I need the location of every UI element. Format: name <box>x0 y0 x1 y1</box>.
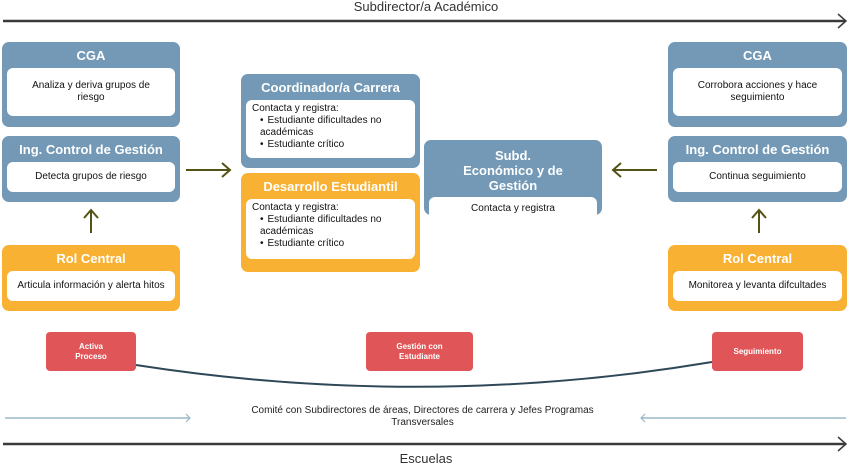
left-to-middle-arrowhead <box>221 162 232 178</box>
left-cga-body: Analiza y deriva grupos de riesgo <box>7 68 175 116</box>
bottom-axis-arrowhead <box>837 436 848 452</box>
committee-right-arrowhead <box>640 413 646 423</box>
bottom-axis-label: Escuelas <box>399 451 453 466</box>
desarrollo-body: Contacta y registra: Estudiante dificult… <box>246 199 415 259</box>
desarrollo-title: Desarrollo Estudiantil <box>263 179 398 194</box>
right-cga-card: CGA Corrobora acciones y hace seguimient… <box>668 42 847 127</box>
left-control-title: Ing. Control de Gestión <box>19 142 163 157</box>
left-rol-card: Rol Central Articula información y alert… <box>2 245 180 311</box>
right-rol-body: Monitorea y levanta difcultades <box>673 271 842 301</box>
phase-activa-proceso: Activa Proceso <box>46 332 136 371</box>
left-rol-body: Articula información y alerta hitos <box>7 271 175 301</box>
right-rol-card: Rol Central Monitorea y levanta difculta… <box>668 245 847 311</box>
left-rol-title: Rol Central <box>56 251 126 266</box>
coordinador-item: Estudiante dificultades no académicas <box>260 115 409 139</box>
subd-body: Contacta y registra <box>429 197 597 220</box>
desarrollo-item: Estudiante dificultades no académicas <box>260 214 409 238</box>
right-rol-title: Rol Central <box>722 251 793 266</box>
coordinador-intro: Contacta y registra: <box>252 103 339 114</box>
coordinador-title: Coordinador/a Carrera <box>261 80 400 95</box>
right-to-center-arrowhead <box>611 162 622 178</box>
coordinador-item: Estudiante crítico <box>260 139 409 151</box>
desarrollo-list: Estudiante dificultades no académicas Es… <box>252 214 409 250</box>
right-up-arrowhead <box>751 208 767 219</box>
phase-curve <box>135 361 713 388</box>
right-cga-body: Corrobora acciones y hace seguimiento <box>673 68 842 116</box>
right-cga-title: CGA <box>743 48 772 63</box>
subd-card: Subd. Económico y de Gestión Contacta y … <box>424 140 602 220</box>
left-control-card: Ing. Control de Gestión Detecta grupos d… <box>2 136 180 202</box>
desarrollo-item: Estudiante crítico <box>260 238 409 250</box>
left-control-body: Detecta grupos de riesgo <box>7 162 175 192</box>
left-up-arrowhead <box>83 208 99 219</box>
desarrollo-intro: Contacta y registra: <box>252 202 339 213</box>
right-control-card: Ing. Control de Gestión Continua seguimi… <box>668 136 847 202</box>
right-control-body: Continua seguimiento <box>673 162 842 192</box>
top-axis-arrowhead <box>837 13 848 29</box>
coordinador-list: Estudiante dificultades no académicas Es… <box>252 115 409 151</box>
phase-seguimiento: Seguimiento <box>712 332 803 371</box>
top-axis-label: Subdirector/a Académico <box>353 0 499 14</box>
coordinador-card: Coordinador/a Carrera Contacta y registr… <box>241 74 420 168</box>
coordinador-body: Contacta y registra: Estudiante dificult… <box>246 100 415 158</box>
subd-title: Subd. Económico y de Gestión <box>463 148 563 193</box>
committee-left-arrowhead <box>185 413 191 423</box>
desarrollo-card: Desarrollo Estudiantil Contacta y regist… <box>241 173 420 272</box>
right-control-title: Ing. Control de Gestión <box>685 142 830 157</box>
left-cga-card: CGA Analiza y deriva grupos de riesgo <box>2 42 180 127</box>
left-cga-title: CGA <box>76 48 106 63</box>
phase-gestion-estudiante: Gestión con Estudiante <box>366 332 473 371</box>
committee-text: Comité con Subdirectores de áreas, Direc… <box>251 405 594 428</box>
